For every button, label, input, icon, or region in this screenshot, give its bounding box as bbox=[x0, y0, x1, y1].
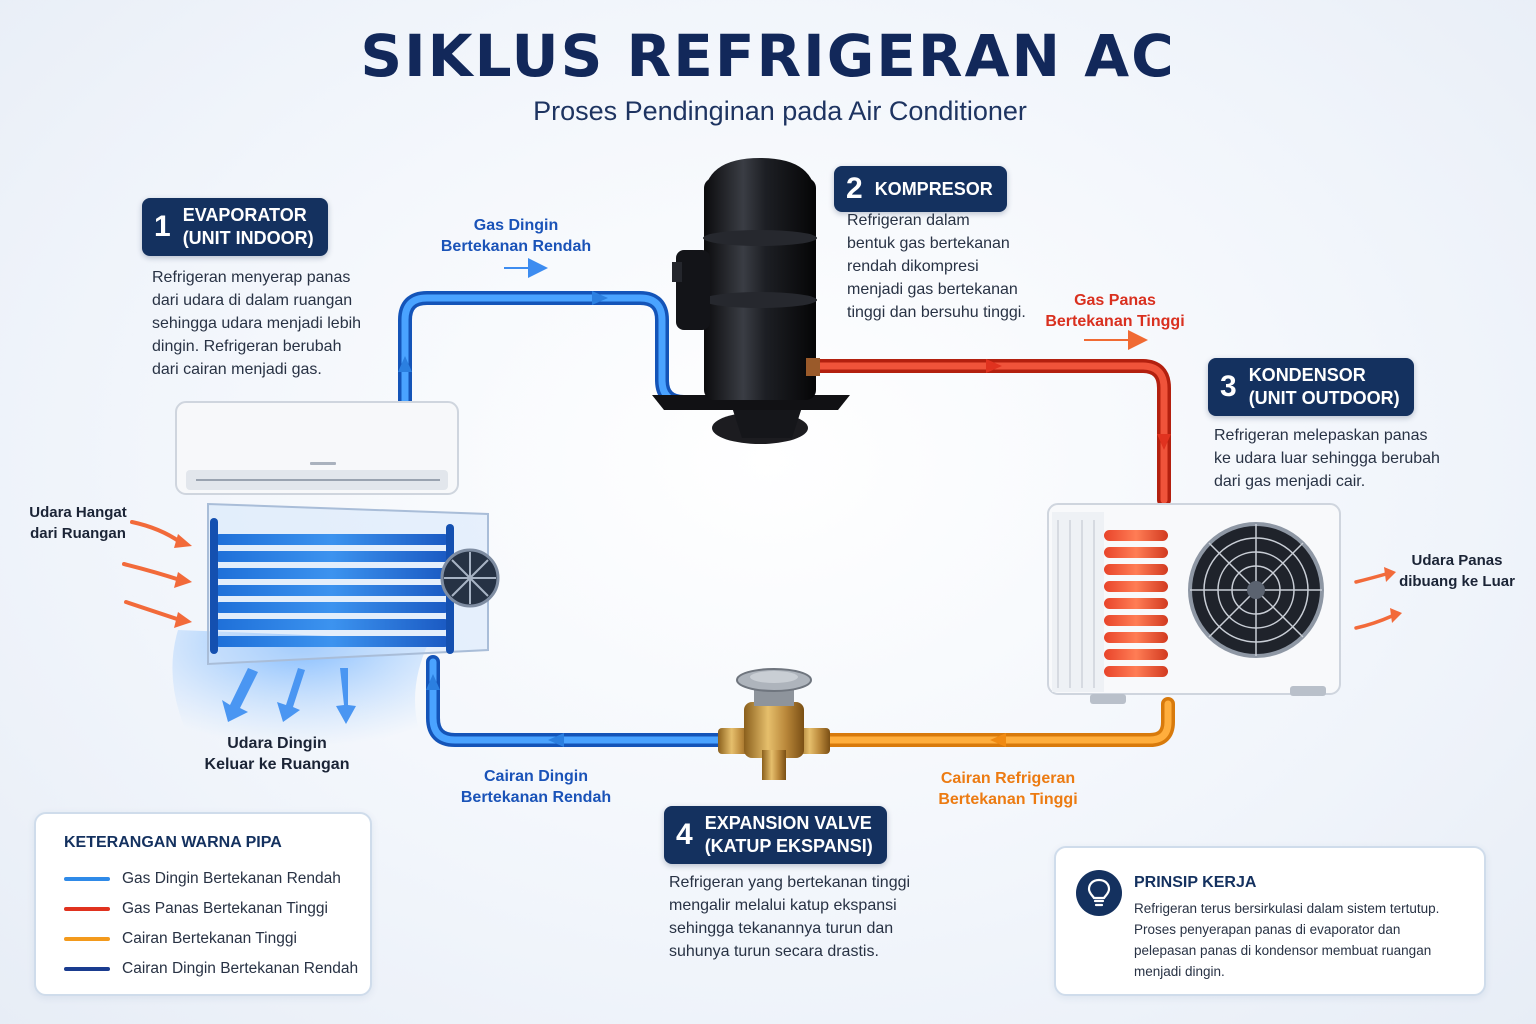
legend-swatch bbox=[64, 907, 110, 911]
indoor-unit bbox=[122, 401, 500, 760]
legend-swatch bbox=[64, 967, 110, 971]
legend-item: Cairan Bertekanan Tinggi bbox=[64, 924, 358, 954]
legend-label: Cairan Bertekanan Tinggi bbox=[122, 930, 297, 947]
description-line: Refrigeran melepaskan panas bbox=[1214, 427, 1428, 444]
step-badge-condenser: 3 KONDENSOR (UNIT OUTDOOR) bbox=[1208, 358, 1414, 416]
lightbulb-icon bbox=[1076, 870, 1122, 916]
description-line: tinggi dan bersuhu tinggi. bbox=[847, 304, 1026, 321]
step-number: 2 bbox=[846, 172, 863, 205]
compressor-outlet bbox=[806, 358, 820, 376]
principle-panel: PRINSIP KERJA Refrigeran terus bersirkul… bbox=[1054, 846, 1486, 996]
pipe-gas-panas bbox=[805, 359, 1171, 507]
flow-label-cairan-dingin: Cairan Dingin Bertekanan Rendah bbox=[460, 768, 612, 806]
air-label-hot-out: Udara Panas dibuang ke Luar bbox=[1399, 552, 1515, 590]
page-subtitle: Proses Pendinginan pada Air Conditioner bbox=[533, 96, 1027, 126]
description-line: Refrigeran yang bertekanan tinggi bbox=[669, 874, 911, 891]
legend-list: Gas Dingin Bertekanan Rendah Gas Panas B… bbox=[64, 864, 358, 984]
step-description-evaporator: Refrigeran menyerap panas dari udara di … bbox=[152, 266, 361, 381]
flow-label-gas-dingin: Gas Dingin Bertekanan Rendah bbox=[440, 217, 592, 255]
step-description-condenser: Refrigeran melepaskan panas ke udara lua… bbox=[1214, 424, 1440, 493]
legend-label: Gas Dingin Bertekanan Rendah bbox=[122, 870, 341, 887]
legend-item: Gas Panas Bertekanan Tinggi bbox=[64, 894, 358, 924]
description-line: dari gas menjadi cair. bbox=[1214, 473, 1366, 490]
description-line: rendah dikompresi bbox=[847, 258, 979, 275]
page-title: SIKLUS REFRIGERAN AC bbox=[360, 22, 1176, 90]
flow-label-cairan-refrigeran: Cairan Refrigeran Bertekanan Tinggi bbox=[938, 770, 1078, 808]
step-description-expansion-valve: Refrigeran yang bertekanan tinggi mengal… bbox=[669, 871, 910, 963]
step-subtitle: (UNIT INDOOR) bbox=[182, 228, 314, 248]
expansion-valve bbox=[718, 668, 830, 780]
legend-label: Cairan Dingin Bertekanan Rendah bbox=[122, 960, 359, 977]
description-line: dari udara di dalam ruangan bbox=[152, 292, 353, 309]
description-line: ke udara luar sehingga berubah bbox=[1214, 450, 1440, 467]
step-badge-compressor: 2 KOMPRESOR bbox=[834, 166, 1007, 212]
pipe-cairan-refrigeran bbox=[819, 697, 1175, 747]
compressor bbox=[652, 158, 850, 444]
principle-title: PRINSIP KERJA bbox=[1134, 874, 1257, 891]
air-label-warm-in: Udara Hangat dari Ruangan bbox=[29, 504, 127, 542]
description-line: sehingga tekanannya turun dan bbox=[669, 920, 894, 937]
hot-air-arrows bbox=[1354, 572, 1394, 630]
cold-air-arrows bbox=[222, 668, 356, 724]
step-badge-expansion-valve: 4 EXPANSION VALVE (KATUP EKSPANSI) bbox=[664, 806, 887, 864]
legend-title: KETERANGAN WARNA PIPA bbox=[64, 834, 282, 851]
step-number: 3 bbox=[1220, 370, 1237, 403]
step-number: 4 bbox=[676, 818, 693, 851]
air-label-cold-out: Udara Dingin Keluar ke Ruangan bbox=[204, 735, 350, 773]
description-line: suhunya turun secara drastis. bbox=[669, 943, 879, 960]
legend-label: Gas Panas Bertekanan Tinggi bbox=[122, 900, 328, 917]
evaporator-coil bbox=[210, 518, 454, 654]
step-title: EXPANSION VALVE bbox=[704, 813, 872, 833]
step-subtitle: (UNIT OUTDOOR) bbox=[1248, 388, 1400, 408]
description-line: Refrigeran menyerap panas bbox=[152, 269, 351, 286]
description-line: mengalir melalui katup ekspansi bbox=[669, 897, 897, 914]
description-line: bentuk gas bertekanan bbox=[847, 235, 1010, 252]
legend-swatch bbox=[64, 877, 110, 881]
description-line: dingin. Refrigeran berubah bbox=[152, 338, 342, 355]
description-line: dari cairan menjadi gas. bbox=[152, 361, 322, 378]
legend-item: Cairan Dingin Bertekanan Rendah bbox=[64, 954, 358, 984]
legend-panel: KETERANGAN WARNA PIPA Gas Dingin Berteka… bbox=[34, 812, 372, 996]
step-subtitle: (KATUP EKSPANSI) bbox=[704, 836, 873, 856]
description-line: menjadi gas bertekanan bbox=[847, 281, 1018, 298]
flow-label-gas-panas: Gas Panas Bertekanan Tinggi bbox=[1045, 292, 1185, 330]
principle-text: Refrigeran terus bersirkulasi dalam sist… bbox=[1134, 901, 1440, 979]
outdoor-unit bbox=[1047, 503, 1402, 704]
step-number: 1 bbox=[154, 210, 171, 243]
description-line: sehingga udara menjadi lebih bbox=[152, 315, 362, 332]
step-title: KOMPRESOR bbox=[874, 178, 993, 199]
pipe-cairan-dingin bbox=[426, 655, 729, 747]
step-badge-evaporator: 1 EVAPORATOR (UNIT INDOOR) bbox=[142, 198, 328, 256]
condenser-coil bbox=[1104, 530, 1168, 677]
step-title: KONDENSOR bbox=[1248, 365, 1366, 385]
legend-item: Gas Dingin Bertekanan Rendah bbox=[64, 864, 358, 894]
step-description-compressor: Refrigeran dalam bentuk gas bertekanan r… bbox=[847, 209, 1026, 324]
legend-swatch bbox=[64, 937, 110, 941]
description-line: Refrigeran dalam bbox=[847, 212, 970, 229]
step-title: EVAPORATOR bbox=[182, 205, 307, 225]
